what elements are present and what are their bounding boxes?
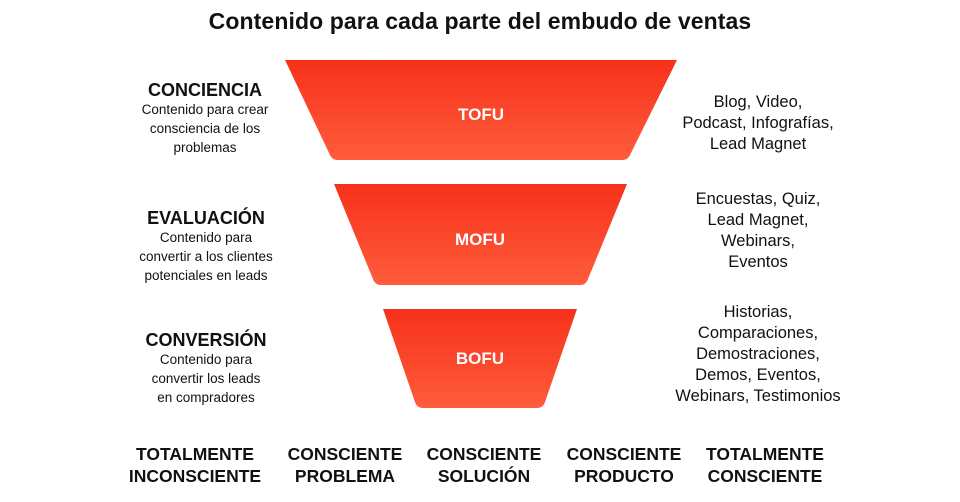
content-item: Webinars,: [721, 232, 795, 250]
stage-desc-line: consciencia de los: [149, 121, 261, 136]
content-item: Historias,: [723, 303, 793, 321]
awareness-line: CONSCIENTE: [707, 466, 823, 486]
stage-description-tofu: CONCIENCIA Contenido para crear conscien…: [85, 80, 325, 157]
funnel-segment-tofu: TOFU: [285, 60, 677, 160]
content-types-bofu: Historias, Comparaciones, Demostraciones…: [618, 302, 898, 407]
content-item: Encuestas, Quiz,: [695, 190, 821, 208]
funnel-segment-mofu: MOFU: [334, 184, 627, 285]
stage-heading: CONVERSIÓN: [145, 330, 267, 350]
awareness-levels: TOTALMENTE INCONSCIENTE CONSCIENTE PROBL…: [0, 443, 960, 493]
awareness-level: TOTALMENTE CONSCIENTE: [690, 443, 840, 487]
awareness-line: CONSCIENTE: [566, 444, 682, 464]
awareness-line: CONSCIENTE: [426, 444, 542, 464]
content-item: Webinars, Testimonios: [675, 387, 841, 405]
awareness-line: CONSCIENTE: [287, 444, 403, 464]
awareness-line: SOLUCIÓN: [437, 466, 531, 486]
stage-desc-line: problemas: [173, 140, 237, 155]
awareness-line: TOTALMENTE: [136, 444, 254, 464]
content-item: Podcast, Infografías,: [682, 114, 834, 132]
content-item: Demos, Eventos,: [695, 366, 821, 384]
stage-heading: EVALUACIÓN: [147, 208, 265, 228]
content-item: Lead Magnet,: [707, 211, 809, 229]
stage-desc-line: Contenido para: [159, 230, 253, 245]
stage-desc-line: Contenido para crear: [141, 102, 269, 117]
funnel-shape-mofu: [334, 184, 627, 285]
diagram-title: Contenido para cada parte del embudo de …: [208, 8, 752, 34]
content-item: Eventos: [728, 253, 788, 271]
stage-description-mofu: EVALUACIÓN Contenido para convertir a lo…: [86, 208, 326, 285]
stage-desc-line: convertir a los clientes: [139, 249, 273, 264]
stage-desc-line: Contenido para: [159, 352, 253, 367]
awareness-level: CONSCIENTE PRODUCTO: [549, 443, 699, 487]
stage-desc-line: potenciales en leads: [144, 268, 268, 283]
stage-description-bofu: CONVERSIÓN Contenido para convertir los …: [86, 330, 326, 407]
funnel-shape-bofu: [383, 309, 577, 408]
content-item: Blog, Video,: [713, 93, 803, 111]
content-item: Comparaciones,: [697, 324, 819, 342]
content-item: Lead Magnet: [709, 135, 807, 153]
stage-desc-line: convertir los leads: [151, 371, 261, 386]
awareness-level: CONSCIENTE SOLUCIÓN: [409, 443, 559, 487]
awareness-level: TOTALMENTE INCONSCIENTE: [120, 443, 270, 487]
content-item: Demostraciones,: [696, 345, 820, 363]
awareness-line: INCONSCIENTE: [128, 466, 262, 486]
content-types-mofu: Encuestas, Quiz, Lead Magnet, Webinars, …: [638, 189, 878, 273]
funnel-shape-tofu: [285, 60, 677, 160]
funnel-segment-bofu: BOFU: [383, 309, 577, 408]
funnel-label-tofu: TOFU: [458, 105, 504, 124]
content-types-tofu: Blog, Video, Podcast, Infografías, Lead …: [638, 92, 878, 155]
stage-heading: CONCIENCIA: [147, 80, 262, 100]
awareness-line: PROBLEMA: [294, 466, 396, 486]
awareness-line: PRODUCTO: [574, 466, 674, 486]
awareness-line: TOTALMENTE: [706, 444, 824, 464]
funnel-label-mofu: MOFU: [455, 230, 505, 249]
awareness-level: CONSCIENTE PROBLEMA: [270, 443, 420, 487]
funnel-label-bofu: BOFU: [456, 349, 504, 368]
stage-desc-line: en compradores: [157, 390, 255, 405]
